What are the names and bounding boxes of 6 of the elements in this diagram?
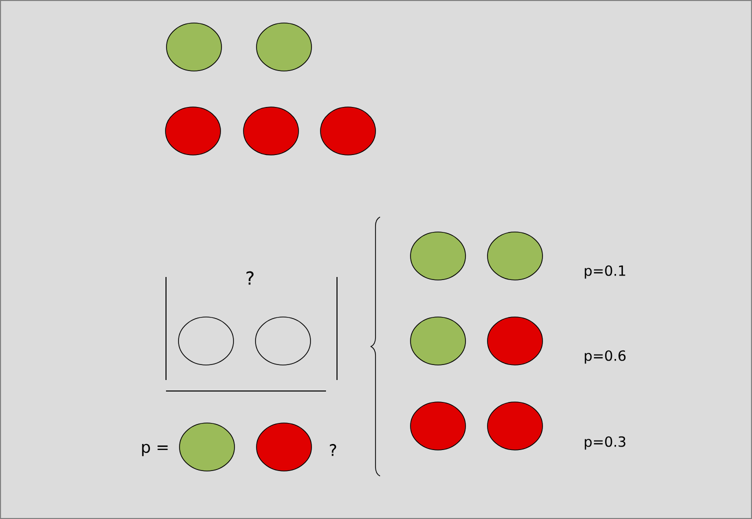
- label: ?: [246, 271, 254, 285]
- label: p =: [142, 444, 168, 456]
- label: ?: [330, 444, 336, 456]
- label: p=0.6: [584, 350, 626, 364]
- label: p=0.3: [584, 436, 626, 450]
- label: p=0.1: [584, 265, 626, 279]
